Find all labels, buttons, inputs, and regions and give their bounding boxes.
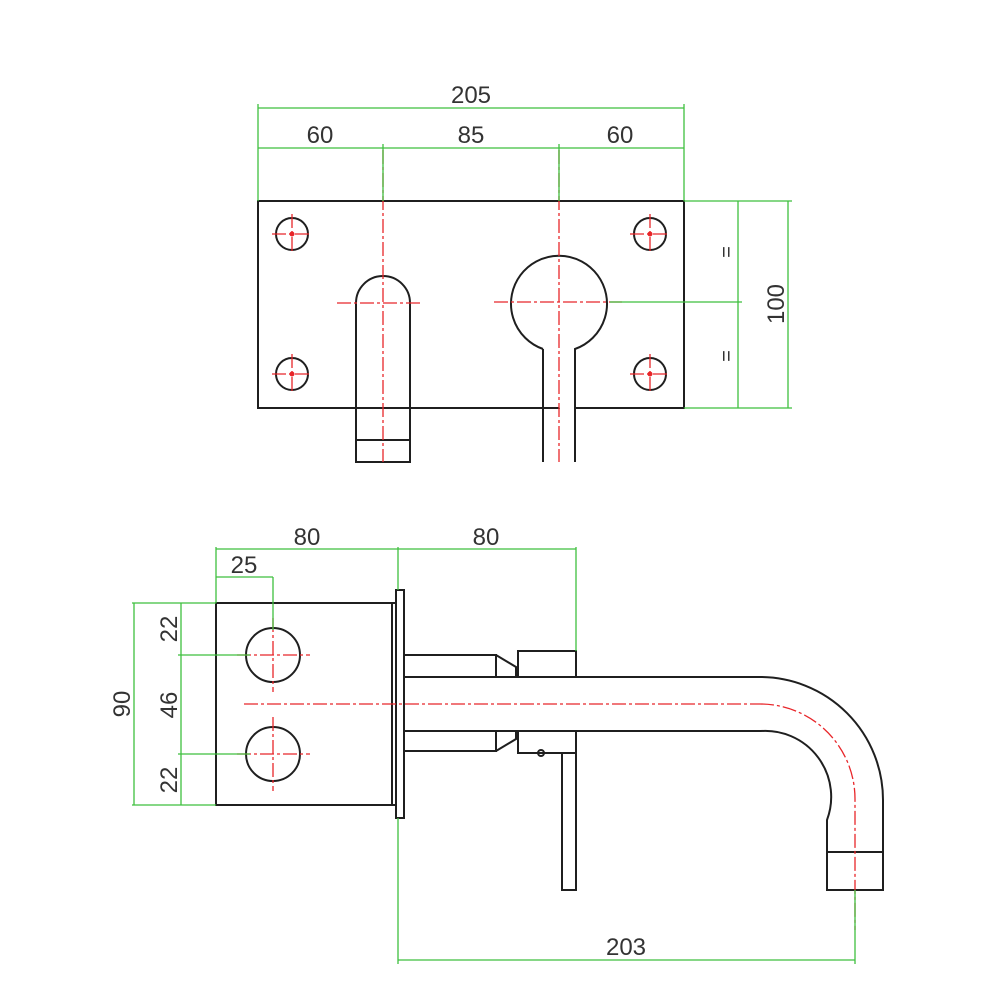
dim-lever-offset: 80 [473,524,500,551]
spout-pipe [403,676,884,853]
side-dimension-lines [132,547,856,964]
dim-plate-height: 100 [763,284,790,324]
side-view: 80 80 25 22 46 22 90 203 [109,524,884,964]
dim-right-offset: 60 [607,122,634,149]
dim-hole-spacing: 46 [156,692,183,719]
dim-body-depth: 80 [294,524,321,551]
dim-center-spacing: 85 [458,122,485,149]
dim-equal-lower: = [716,350,738,362]
front-centerlines [272,150,670,462]
dim-hole-offset: 25 [231,552,258,579]
mount-plate [257,200,685,409]
front-view: 205 60 85 60 100 = = [257,82,792,463]
dim-overall-height: 90 [109,691,136,718]
side-centerlines [237,618,856,930]
dim-spout-projection: 203 [606,934,646,961]
front-dimension-lines [257,104,792,409]
dim-left-offset: 60 [307,122,334,149]
dim-equal-upper: = [716,246,738,258]
dim-top-margin: 22 [156,616,183,643]
dim-bottom-margin: 22 [156,767,183,794]
dim-overall-width: 205 [451,82,491,109]
lever-pin [537,749,545,757]
lever-blade [561,752,577,891]
